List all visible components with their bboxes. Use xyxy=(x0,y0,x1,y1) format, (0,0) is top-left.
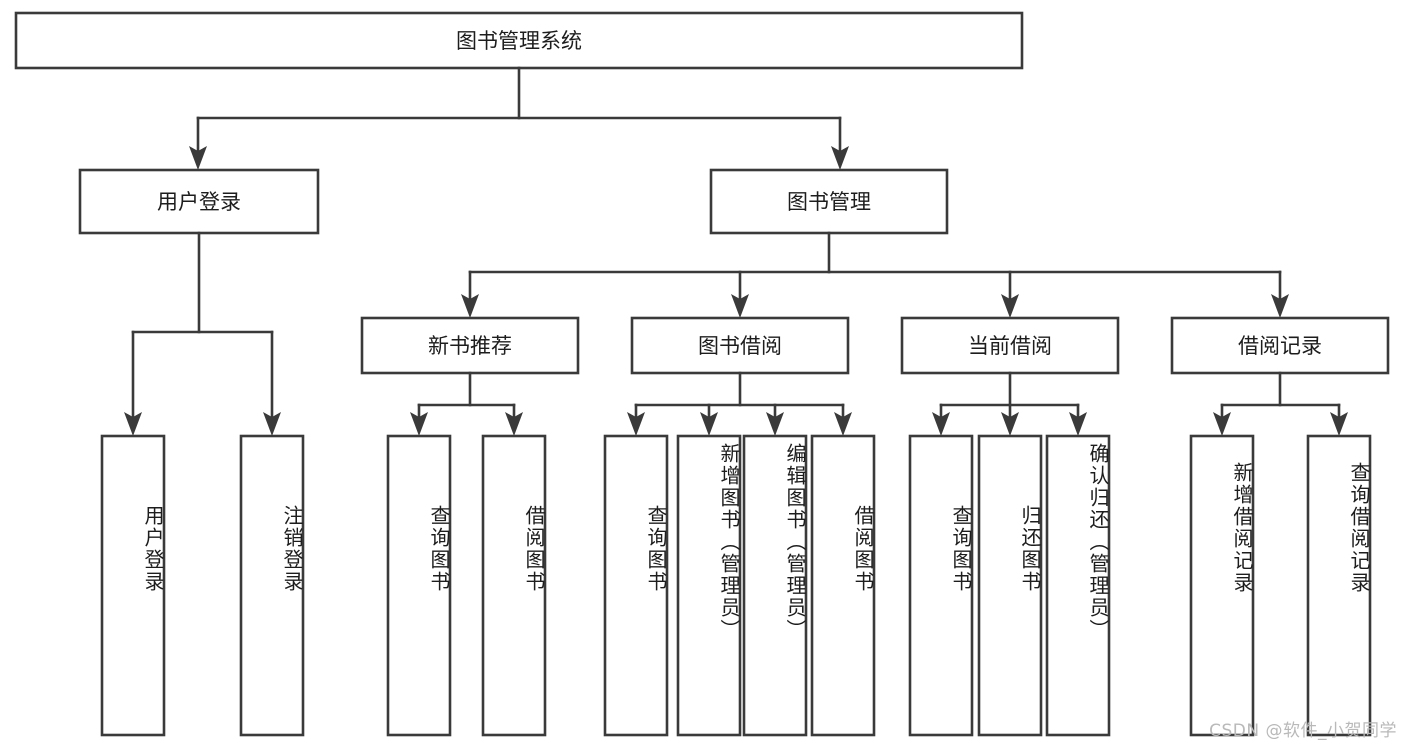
node-borrow-record-box xyxy=(1170,316,1390,375)
connector-root-to-level2 xyxy=(189,66,849,170)
leaf-box-logout-login[interactable] xyxy=(239,434,305,737)
node-current-borrow[interactable]: 当前借阅 xyxy=(900,316,1120,375)
leaf-box-query-book-3[interactable] xyxy=(908,434,974,737)
leaf-box-query-book-1[interactable] xyxy=(386,434,452,737)
leaf-box-borrow-book-2[interactable] xyxy=(810,434,876,737)
node-new-book-recommend[interactable]: 新书推荐 xyxy=(360,316,580,375)
leaf-box-user-login[interactable] xyxy=(100,434,166,737)
leaf-box-edit-book[interactable] xyxy=(742,434,808,737)
connector-book-manage-to-level3 xyxy=(461,231,1289,318)
leaf-box-query-book-2[interactable] xyxy=(603,434,669,737)
node-borrow-record-label: 借阅记录 xyxy=(1238,334,1322,358)
leaf-box-confirm-return[interactable] xyxy=(1045,434,1111,737)
csdn-watermark: CSDN @软件_小贺同学 xyxy=(1209,721,1397,741)
node-book-borrow[interactable]: 图书借阅 xyxy=(630,316,850,375)
connector-user-login-to-leaves xyxy=(124,231,281,436)
node-root-label: 图书管理系统 xyxy=(456,29,582,53)
leaf-box-return-book[interactable] xyxy=(977,434,1043,737)
leaf-box-add-record[interactable] xyxy=(1189,434,1255,737)
connector-borrow-record-to-leaves xyxy=(1213,371,1348,436)
node-book-manage-box xyxy=(709,168,949,235)
node-user-login-box xyxy=(78,168,320,235)
node-borrow-record[interactable]: 借阅记录 xyxy=(1170,316,1390,375)
connector-new-book-recommend-to-leaves xyxy=(410,371,523,436)
leaf-box-borrow-book-1[interactable] xyxy=(481,434,547,737)
connector-book-borrow-to-leaves xyxy=(627,371,852,436)
node-user-login-label: 用户登录 xyxy=(157,190,241,214)
node-book-manage-label: 图书管理 xyxy=(787,190,871,214)
node-root-box xyxy=(14,11,1024,70)
leaf-box-add-book[interactable] xyxy=(676,434,742,737)
node-current-borrow-box xyxy=(900,316,1120,375)
node-new-book-recommend-box xyxy=(360,316,580,375)
connector-current-borrow-to-leaves xyxy=(932,371,1087,436)
leaf-box-query-record[interactable] xyxy=(1306,434,1372,737)
node-book-borrow-label: 图书借阅 xyxy=(698,334,782,358)
node-book-manage[interactable]: 图书管理 xyxy=(709,168,949,235)
node-new-book-recommend-label: 新书推荐 xyxy=(428,334,512,358)
node-current-borrow-label: 当前借阅 xyxy=(968,334,1052,358)
node-root[interactable]: 图书管理系统 xyxy=(14,11,1024,70)
node-user-login[interactable]: 用户登录 xyxy=(78,168,320,235)
